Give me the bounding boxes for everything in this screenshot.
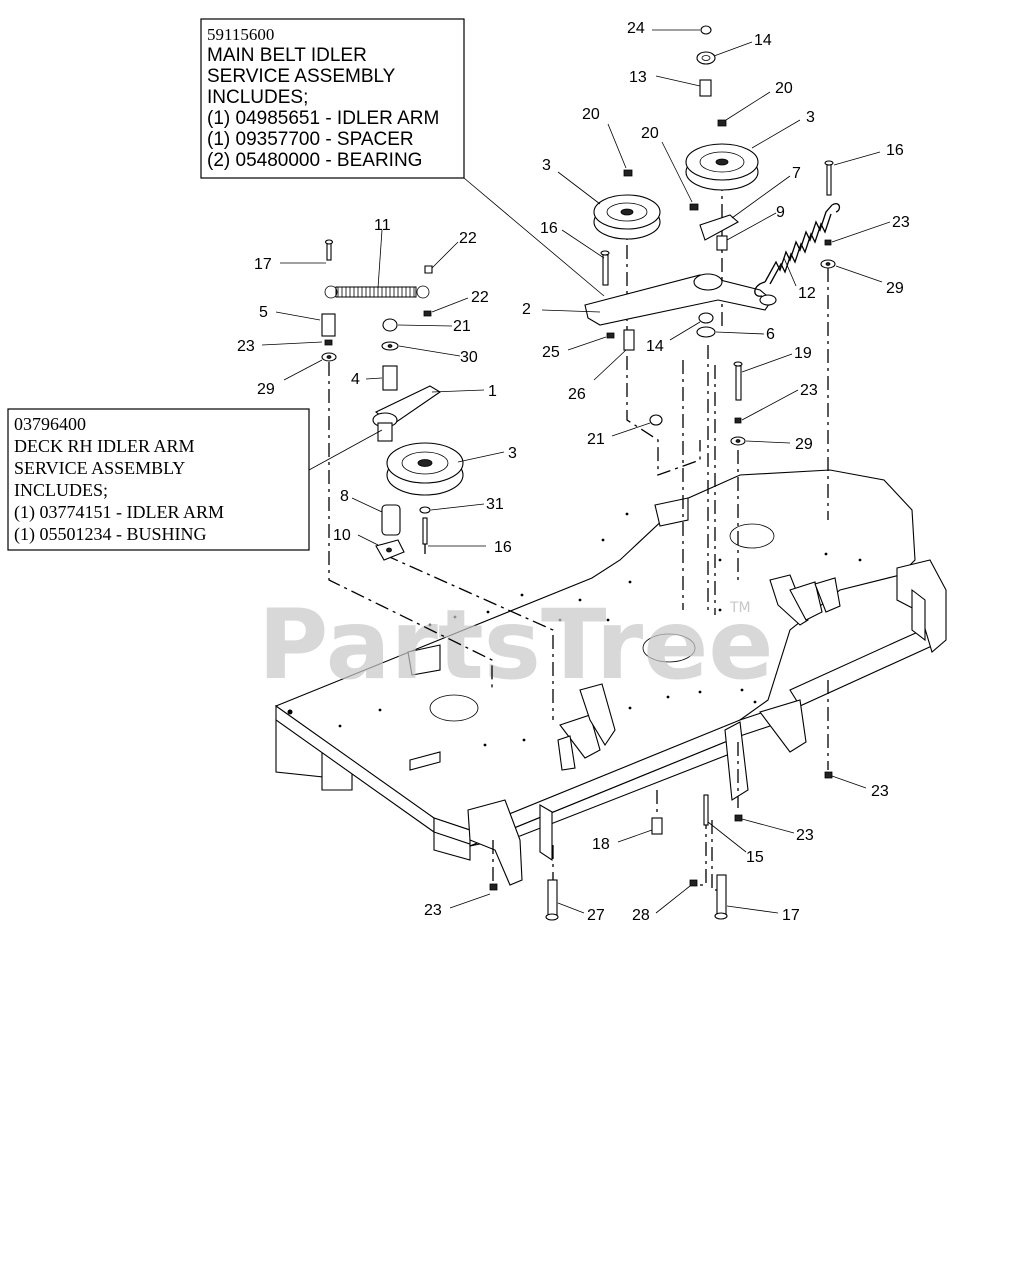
part-label-16: 16 xyxy=(494,539,512,556)
part-label-7: 7 xyxy=(792,165,801,182)
part-label-23: 23 xyxy=(237,338,255,355)
pulley-top-right xyxy=(685,143,759,191)
deck-rh-line-2: DECK RH IDLER ARM xyxy=(14,436,195,456)
part-label-27: 27 xyxy=(587,907,605,924)
part-label-1: 1 xyxy=(488,383,497,400)
part-label-19: 19 xyxy=(794,345,812,362)
deck-rh-line-6: (1) 05501234 - BUSHING xyxy=(14,524,207,545)
part-label-29: 29 xyxy=(886,280,904,297)
callout-main-belt: 59115600 MAIN BELT IDLER SERVICE ASSEMBL… xyxy=(200,18,605,297)
part-label-17: 17 xyxy=(782,907,800,924)
part-label-16: 16 xyxy=(886,142,904,159)
deck-rh-line-1: 03796400 xyxy=(14,414,86,434)
part-label-21: 21 xyxy=(453,318,471,335)
main-belt-line-4: INCLUDES; xyxy=(207,87,308,108)
part-label-4: 4 xyxy=(351,371,360,388)
part-label-5: 5 xyxy=(259,304,268,321)
part-label-28: 28 xyxy=(632,907,650,924)
part-label-23: 23 xyxy=(871,783,889,800)
part-label-23: 23 xyxy=(892,214,910,231)
watermark-trademark: TM xyxy=(729,600,751,616)
part-label-3: 3 xyxy=(508,445,517,462)
main-belt-line-7: (2) 05480000 - BEARING xyxy=(207,150,422,171)
spring-12 xyxy=(754,203,841,297)
part-label-11: 11 xyxy=(374,217,391,234)
spring-11 xyxy=(324,285,430,299)
part-label-2: 2 xyxy=(522,301,531,318)
main-belt-line-2: MAIN BELT IDLER xyxy=(207,45,367,66)
callout-deck-rh: 03796400 DECK RH IDLER ARM SERVICE ASSEM… xyxy=(7,408,383,551)
part-label-9: 9 xyxy=(776,204,785,221)
main-belt-line-1: 59115600 xyxy=(207,25,274,44)
part-label-18: 18 xyxy=(592,836,610,853)
part-label-20: 20 xyxy=(582,106,600,123)
part-label-8: 8 xyxy=(340,488,349,505)
part-label-20: 20 xyxy=(641,125,659,142)
parts xyxy=(321,25,841,921)
deck-rh-line-3: SERVICE ASSEMBLY xyxy=(14,458,185,478)
part-label-16: 16 xyxy=(540,220,558,237)
part-label-21: 21 xyxy=(587,431,605,448)
part-label-22: 22 xyxy=(471,289,489,306)
part-label-29: 29 xyxy=(795,436,813,453)
part-label-26: 26 xyxy=(568,386,586,403)
part-label-23: 23 xyxy=(424,902,442,919)
part-label-3: 3 xyxy=(542,157,551,174)
part-label-24: 24 xyxy=(627,20,645,37)
main-belt-line-6: (1) 09357700 - SPACER xyxy=(207,129,414,150)
part-label-6: 6 xyxy=(766,326,775,343)
part-label-17: 17 xyxy=(254,256,272,273)
deck-rh-line-5: (1) 03774151 - IDLER ARM xyxy=(14,502,224,523)
part-label-12: 12 xyxy=(798,285,816,302)
pulley-lower-left xyxy=(386,442,464,496)
part-labels: 24 14 13 20 3 20 20 3 7 16 16 9 23 12 29… xyxy=(237,20,910,924)
part-label-10: 10 xyxy=(333,527,351,544)
deck-rh-line-4: INCLUDES; xyxy=(14,480,108,500)
part-label-22: 22 xyxy=(459,230,477,247)
part-label-25: 25 xyxy=(542,344,560,361)
part-label-20: 20 xyxy=(775,80,793,97)
part-label-23: 23 xyxy=(800,382,818,399)
pulley-middle xyxy=(593,194,661,240)
mower-deck xyxy=(275,469,947,886)
part-label-14: 14 xyxy=(754,32,772,49)
part-label-13: 13 xyxy=(629,69,647,86)
part-label-3: 3 xyxy=(806,109,815,126)
part-label-31: 31 xyxy=(486,496,504,513)
part-label-30: 30 xyxy=(460,349,478,366)
main-belt-line-3: SERVICE ASSEMBLY xyxy=(207,66,396,87)
watermark-text: PartsTree xyxy=(258,589,773,701)
part-label-14: 14 xyxy=(646,338,664,355)
part-label-29: 29 xyxy=(257,381,275,398)
part-label-23: 23 xyxy=(796,827,814,844)
part-label-15: 15 xyxy=(746,849,764,866)
main-belt-line-5: (1) 04985651 - IDLER ARM xyxy=(207,108,439,129)
